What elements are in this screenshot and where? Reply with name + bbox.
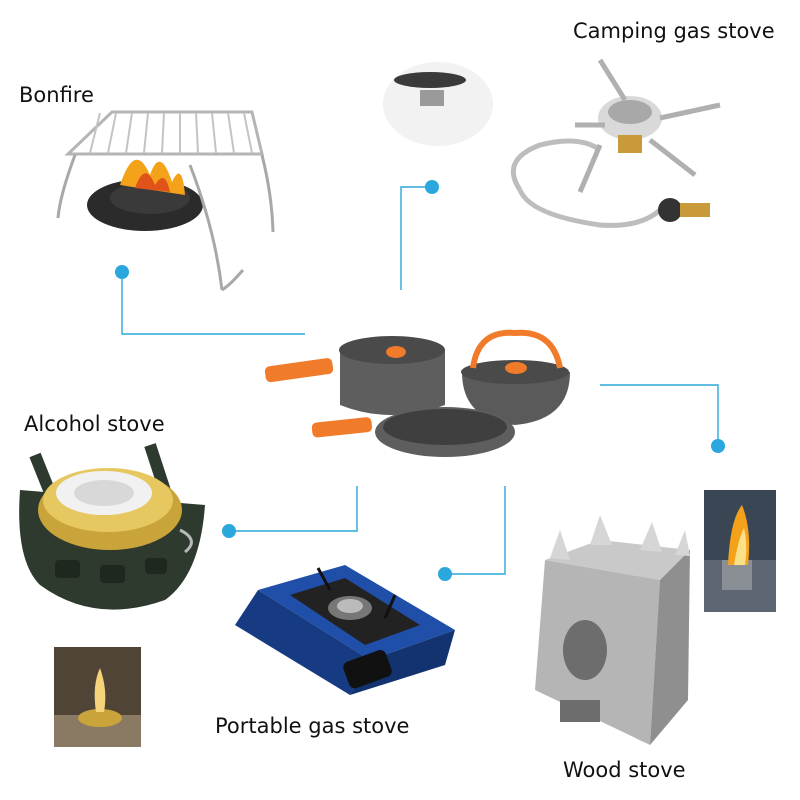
connector-dot-camping-gas	[425, 180, 439, 194]
connector-dot-alcohol	[222, 524, 236, 538]
connector-dot-wood	[711, 439, 725, 453]
label-camping-gas-stove: Camping gas stove	[573, 19, 775, 43]
connector-camping-gas	[400, 186, 432, 290]
connector-wood	[600, 384, 719, 446]
connector-bonfire	[121, 272, 305, 335]
label-portable-gas-stove: Portable gas stove	[215, 714, 410, 738]
connector-dot-portable-gas	[438, 567, 452, 581]
connector-alcohol	[229, 486, 358, 532]
label-bonfire: Bonfire	[19, 83, 94, 107]
connector-dot-bonfire	[115, 265, 129, 279]
label-alcohol-stove: Alcohol stove	[24, 412, 165, 436]
connector-portable-gas	[445, 486, 506, 575]
label-wood-stove: Wood stove	[563, 758, 686, 782]
